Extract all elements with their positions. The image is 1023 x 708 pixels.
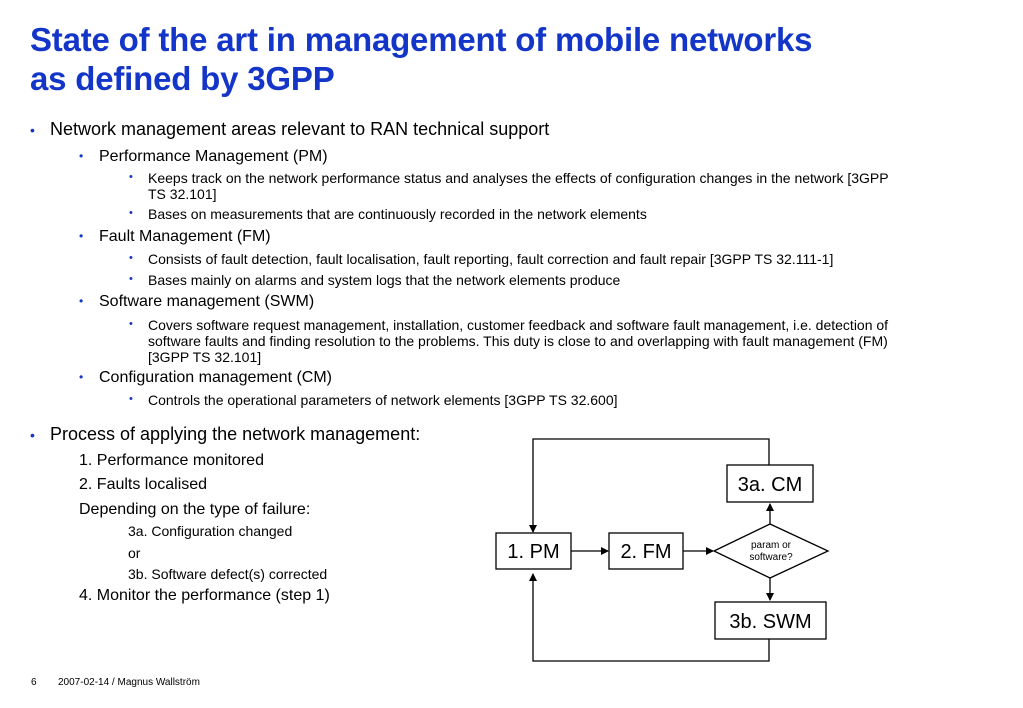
bullet-marker: • — [129, 393, 133, 405]
loop-top-arrow — [529, 438, 770, 533]
cm-point-1: Controls the operational parameters of n… — [148, 392, 618, 408]
section2-heading: Process of applying the network manageme… — [50, 424, 421, 444]
process-step-4: 4. Monitor the performance (step 1) — [79, 587, 330, 604]
bullet-marker: • — [129, 207, 133, 219]
area-pm: Performance Management (PM) — [99, 148, 328, 165]
bullet-marker: • — [30, 122, 35, 138]
title-line-2: as defined by 3GPP — [30, 60, 335, 97]
slide-title: State of the art in management of mobile… — [30, 20, 990, 98]
bullet-marker: • — [30, 427, 35, 443]
fm-box: 2. FM — [608, 532, 684, 570]
bullet-marker: • — [79, 149, 84, 163]
bullet-marker: • — [79, 370, 84, 384]
title-line-1: State of the art in management of mobile… — [30, 21, 813, 58]
footer-text: 2007-02-14 / Magnus Wallström — [58, 677, 200, 688]
swm-point-1: Covers software request management, inst… — [148, 317, 889, 365]
swm-box-label: 3b. SWM — [729, 611, 811, 633]
fm-point-1: Consists of fault detection, fault local… — [148, 251, 834, 267]
process-step-1: 1. Performance monitored — [79, 452, 264, 469]
pm-box-label: 1. PM — [507, 541, 559, 563]
pm-point-1: Keeps track on the network performance s… — [148, 170, 889, 202]
area-cm: Configuration management (CM) — [99, 369, 332, 386]
decision-label-line2: software? — [749, 552, 793, 563]
pm-box: 1. PM — [495, 532, 572, 570]
decision-label-line1: param or — [751, 540, 792, 551]
pm-point-2: Bases on measurements that are continuou… — [148, 206, 647, 222]
bullet-marker: • — [129, 252, 133, 264]
bullet-marker: • — [79, 294, 84, 308]
process-substep-3b: 3b. Software defect(s) corrected — [128, 566, 328, 582]
bullet-marker: • — [129, 318, 133, 330]
area-swm: Software management (SWM) — [99, 293, 315, 310]
loop-bottom-arrow — [529, 573, 770, 662]
fm-point-2: Bases mainly on alarms and system logs t… — [148, 272, 621, 288]
bullet-marker: • — [129, 171, 133, 183]
section1-heading: Network management areas relevant to RAN… — [50, 119, 550, 139]
area-fm: Fault Management (FM) — [99, 228, 271, 245]
decision-diamond: param or software? — [712, 523, 830, 579]
process-substep-3a: 3a. Configuration changed — [128, 523, 293, 539]
page-number: 6 — [31, 677, 37, 688]
cm-box-label: 3a. CM — [738, 474, 802, 496]
swm-box: 3b. SWM — [714, 601, 827, 640]
process-step-2: 2. Faults localised — [79, 476, 208, 493]
bullet-marker: • — [79, 229, 84, 243]
bullet-marker: • — [129, 273, 133, 285]
process-substep-or: or — [128, 545, 141, 561]
fm-box-label: 2. FM — [620, 541, 671, 563]
process-step-3: Depending on the type of failure: — [79, 501, 311, 518]
cm-box: 3a. CM — [726, 464, 814, 503]
